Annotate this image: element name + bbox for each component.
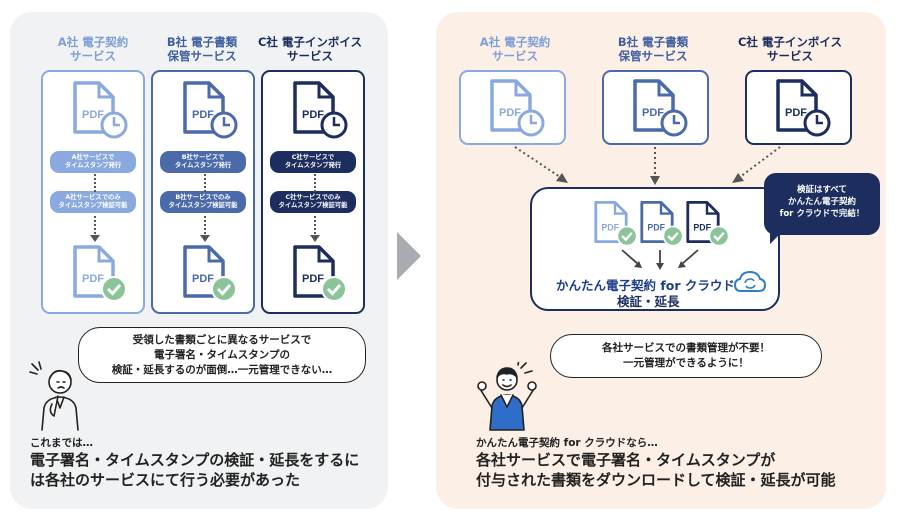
pdf-document-icon: PDF [633, 79, 688, 137]
pdf-label: PDF [192, 273, 214, 285]
pdf-document-icon: PDF [640, 201, 684, 247]
service-b-title: B社 電子書類 保管サービス [617, 35, 689, 63]
next-arrow-icon [397, 232, 421, 280]
verify-extend-label: 検証・延長 [617, 294, 680, 309]
converge-arrows [621, 249, 699, 270]
arrow-head [732, 173, 744, 183]
step-verify-c: C社サービスでのみタイムスタンプ検証可能 [270, 191, 356, 213]
arrow-head [656, 263, 664, 270]
after-caption-small: かんたん電子契約 for クラウドなら… [476, 437, 658, 449]
pdf-document-icon: PDF [293, 81, 348, 139]
before-caption-big: 電子署名・タイムスタンプの検証・延長をするに は各社のサービスにて行う必要があっ… [30, 451, 360, 489]
pdf-document-icon: PDF [183, 81, 238, 139]
down-arrow-icon [200, 216, 210, 242]
brand-name: かんたん電子契約 for クラウド [556, 278, 735, 293]
pdf-label: PDF [302, 273, 324, 285]
service-c-title: C社 電子インボイス サービス [257, 35, 363, 63]
pdf-document-icon: PDF [73, 245, 127, 302]
arrow-head [634, 261, 642, 268]
arrow-head [678, 261, 686, 268]
after-speech-bubble: 各社サービスでの書類管理が不要！ 一元管理ができるように！ [550, 334, 822, 378]
step-issue-b: B社サービスでタイムスタンプ発行 [160, 151, 246, 173]
pdf-document-icon: PDF [293, 245, 347, 302]
down-arrow-icon [310, 216, 320, 242]
pdf-document-icon: PDF [490, 79, 545, 137]
dotted-connector [94, 174, 96, 192]
step-verify-b: B社サービスでのみタイムスタンプ検証可能 [160, 191, 246, 213]
arrow-head [556, 173, 568, 183]
arrow-line [621, 249, 639, 265]
pdf-label: PDF [601, 222, 619, 232]
worried-person-illustration [29, 361, 79, 431]
pdf-label: PDF [647, 222, 665, 232]
bubble-tail [770, 228, 786, 244]
check-icon [662, 225, 684, 247]
check-icon [616, 225, 638, 247]
pdf-label: PDF [82, 109, 104, 121]
down-arrow-icon [90, 216, 100, 242]
pdf-document-icon: PDF [686, 201, 730, 247]
dotted-connector [204, 174, 206, 192]
pdf-document-icon: PDF [594, 201, 638, 247]
check-icon [211, 276, 237, 302]
pdf-label: PDF [192, 109, 214, 121]
flow-arrows [514, 146, 781, 185]
pdf-document-icon: PDF [776, 79, 831, 137]
step-issue-a: A社サービスでタイムスタンプ発行 [50, 151, 136, 173]
happy-person-illustration [477, 362, 537, 431]
pdf-label: PDF [693, 222, 711, 232]
dotted-connector [314, 174, 316, 192]
pdf-label: PDF [499, 107, 521, 119]
service-a-title: A社 電子契約 サービス [57, 35, 129, 63]
service-a-title: A社 電子契約 サービス [479, 35, 551, 63]
check-icon [101, 276, 127, 302]
pdf-label: PDF [82, 273, 104, 285]
step-verify-a: A社サービスでのみタイムスタンプ検証可能 [50, 191, 136, 213]
dotted-arrow [514, 146, 561, 178]
before-caption-small: これまでは… [30, 437, 93, 449]
arrow-head [650, 176, 660, 185]
pdf-label: PDF [785, 107, 807, 119]
pdf-label: PDF [642, 107, 664, 119]
check-icon [321, 276, 347, 302]
check-icon [708, 225, 730, 247]
dotted-arrow [739, 146, 781, 178]
pdf-document-icon: PDF [183, 245, 237, 302]
arrow-line [681, 249, 699, 265]
after-caption-big: 各社サービスで電子署名・タイムスタンプが 付与された書類をダウンロードして検証・… [476, 451, 836, 489]
before-speech-bubble: 受領した書類ごとに異なるサービスで 電子署名・タイムスタンプの 検証・延長するの… [78, 327, 366, 383]
service-b-title: B社 電子書類 保管サービス [166, 35, 238, 63]
navy-speech-bubble: 検証はすべて かんたん電子契約 for クラウドで完結！ [764, 173, 880, 235]
cloud-sync-icon [733, 270, 767, 292]
step-issue-c: C社サービスでタイムスタンプ発行 [270, 151, 356, 173]
service-c-title: C社 電子インボイス サービス [737, 35, 843, 63]
pdf-label: PDF [302, 109, 324, 121]
pdf-document-icon: PDF [73, 81, 128, 139]
